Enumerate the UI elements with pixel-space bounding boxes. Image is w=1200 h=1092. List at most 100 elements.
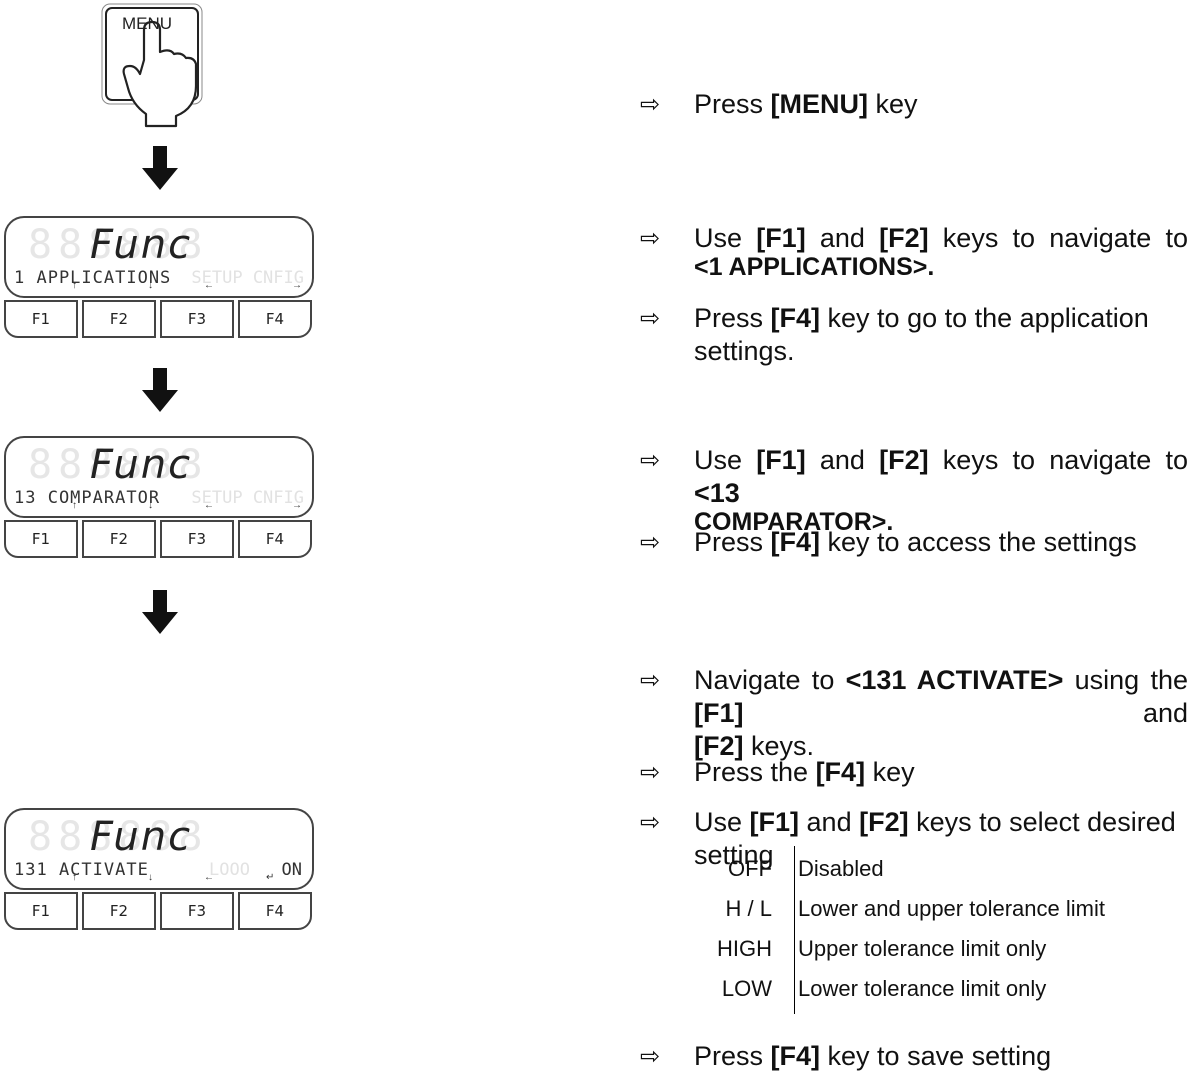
lcd-menu-line: 13 COMPARATOR xyxy=(14,488,161,508)
step-press-f4-applications: ⇨ Press [F4] key to go to the applicatio… xyxy=(640,302,1200,368)
step-arrow-icon: ⇨ xyxy=(640,1042,661,1070)
f1-key[interactable]: F1 xyxy=(4,892,78,930)
key-label: [F1] xyxy=(756,445,806,475)
lcd-ghost-digits: 888888 xyxy=(28,814,209,860)
step-navigate-comparator: ⇨ Use [F1] and [F2] keys to navigate to … xyxy=(640,444,1188,536)
f4-key[interactable]: F4 xyxy=(238,892,312,930)
step-text: Press xyxy=(694,303,771,333)
lcd-ghost-text: SETUP CNFIG xyxy=(191,488,304,508)
menu-key-icon xyxy=(101,3,203,128)
step-press-menu: ⇨ Press [MENU] key xyxy=(640,88,918,121)
lcd-arrow-up-icon: ↑ xyxy=(72,280,77,291)
lcd-display-applications: 888888 Func SETUP CNFIG 1 APPLICATIONS ↑… xyxy=(4,216,314,344)
down-arrow-icon xyxy=(142,590,178,634)
key-label: [F1] xyxy=(756,223,806,253)
lcd-menu-line: 131 ACTIVATE xyxy=(14,860,149,880)
lcd-arrow-right-icon: → xyxy=(292,500,302,511)
lcd-ghost-text: LOOO xyxy=(209,860,250,880)
step-arrow-icon: ⇨ xyxy=(640,528,661,556)
step-select-setting: ⇨ Use [F1] and [F2] keys to select desir… xyxy=(640,806,1200,872)
lcd-title: Func xyxy=(90,442,193,488)
step-press-f4-activate: ⇨ Press the [F4] key xyxy=(640,756,915,789)
lcd-enter-icon: ↵ xyxy=(266,872,275,883)
lcd-arrow-right-icon: → xyxy=(292,280,302,291)
step-text: Press the xyxy=(694,757,816,787)
f3-key[interactable]: F3 xyxy=(160,300,234,338)
lcd-menu-line: 1 APPLICATIONS xyxy=(14,268,172,288)
lcd-arrow-down-icon: ↓ xyxy=(148,500,153,511)
lcd-screen: 888888 Func SETUP CNFIG 13 COMPARATOR ↑ … xyxy=(4,436,314,518)
lcd-arrow-left-icon: ← xyxy=(204,280,214,291)
lcd-ghost-digits: 888888 xyxy=(28,442,209,488)
lcd-key-row: F1 F2 F3 F4 xyxy=(4,520,314,560)
option-description: Disabled xyxy=(798,856,884,881)
lcd-display-comparator: 888888 Func SETUP CNFIG 13 COMPARATOR ↑ … xyxy=(4,436,314,564)
lcd-arrow-down-icon: ↓ xyxy=(148,872,153,883)
option-code: HIGH xyxy=(717,936,772,961)
key-label: [F2] xyxy=(859,807,909,837)
key-label: [MENU] xyxy=(770,89,869,119)
f4-key[interactable]: F4 xyxy=(238,520,312,558)
menu-key-illustration: MENU xyxy=(96,0,206,170)
step-text: Press xyxy=(694,89,771,119)
step-text: key xyxy=(868,89,918,119)
lcd-screen: 888888 Func SETUP CNFIG 1 APPLICATIONS ↑… xyxy=(4,216,314,298)
key-label: [F4] xyxy=(770,1041,821,1071)
step-line: Navigate to <131 ACTIVATE> using the [F1… xyxy=(694,664,1188,730)
step-text: Use xyxy=(694,223,757,253)
lcd-key-row: F1 F2 F3 F4 xyxy=(4,892,314,932)
key-label: [F1] xyxy=(749,807,800,837)
step-text: Navigate to xyxy=(694,665,846,695)
f3-key[interactable]: F3 xyxy=(160,892,234,930)
step-text: Press xyxy=(694,1041,771,1071)
step-text: key xyxy=(865,757,915,787)
step-text: keys to navigate to xyxy=(928,223,1188,253)
step-text: key to access the settings xyxy=(820,527,1137,557)
f2-key[interactable]: F2 xyxy=(82,520,156,558)
step-text: keys to select desired setting xyxy=(694,807,1176,870)
step-text: Use xyxy=(694,445,757,475)
option-code: OFF xyxy=(728,856,772,881)
key-label: [F4] xyxy=(770,303,821,333)
step-text: keys to navigate to xyxy=(928,445,1188,475)
f1-key[interactable]: F1 xyxy=(4,520,78,558)
key-label: [F2] xyxy=(879,223,929,253)
lcd-title: Func xyxy=(90,814,193,860)
key-label: [F4] xyxy=(815,757,866,787)
lcd-arrow-left-icon: ← xyxy=(204,872,214,883)
option-code: H / L xyxy=(725,896,772,921)
options-divider xyxy=(794,846,795,1014)
step-text: and xyxy=(805,445,880,475)
step-arrow-icon: ⇨ xyxy=(640,90,661,118)
menu-target: COMPARATOR>. xyxy=(694,508,894,536)
f4-key[interactable]: F4 xyxy=(238,300,312,338)
menu-target: <131 ACTIVATE> xyxy=(845,665,1064,695)
step-text: key to go to the application settings. xyxy=(694,303,1149,366)
lcd-setting-value: ON xyxy=(281,860,302,880)
step-text: keys. xyxy=(743,731,815,761)
option-description: Upper tolerance limit only xyxy=(798,936,1047,961)
step-arrow-icon: ⇨ xyxy=(640,758,661,786)
f2-key[interactable]: F2 xyxy=(82,892,156,930)
step-text: and xyxy=(743,698,1188,728)
lcd-screen: 888888 Func LOOO 131 ACTIVATE ON ↑ ↓ ← ↵ xyxy=(4,808,314,890)
step-text: key to save setting xyxy=(820,1041,1052,1071)
option-code: LOW xyxy=(721,976,772,1001)
lcd-key-row: F1 F2 F3 F4 xyxy=(4,300,314,340)
step-arrow-icon: ⇨ xyxy=(640,446,661,474)
down-arrow-icon xyxy=(142,368,178,412)
f2-key[interactable]: F2 xyxy=(82,300,156,338)
step-save-setting: ⇨ Press [F4] key to save setting xyxy=(640,1040,1052,1073)
f3-key[interactable]: F3 xyxy=(160,520,234,558)
lcd-arrow-up-icon: ↑ xyxy=(72,872,77,883)
key-label: [F1] xyxy=(694,698,744,728)
lcd-arrow-up-icon: ↑ xyxy=(72,500,77,511)
f1-key[interactable]: F1 xyxy=(4,300,78,338)
step-arrow-icon: ⇨ xyxy=(640,224,661,252)
step-navigate-activate: ⇨ Navigate to <131 ACTIVATE> using the [… xyxy=(640,664,1188,763)
lcd-title: Func xyxy=(90,222,193,268)
lcd-arrow-left-icon: ← xyxy=(204,500,214,511)
menu-target: <1 APPLICATIONS>. xyxy=(694,253,935,281)
option-description: Lower tolerance limit only xyxy=(798,976,1047,1001)
lcd-display-activate: 888888 Func LOOO 131 ACTIVATE ON ↑ ↓ ← ↵… xyxy=(4,808,314,936)
